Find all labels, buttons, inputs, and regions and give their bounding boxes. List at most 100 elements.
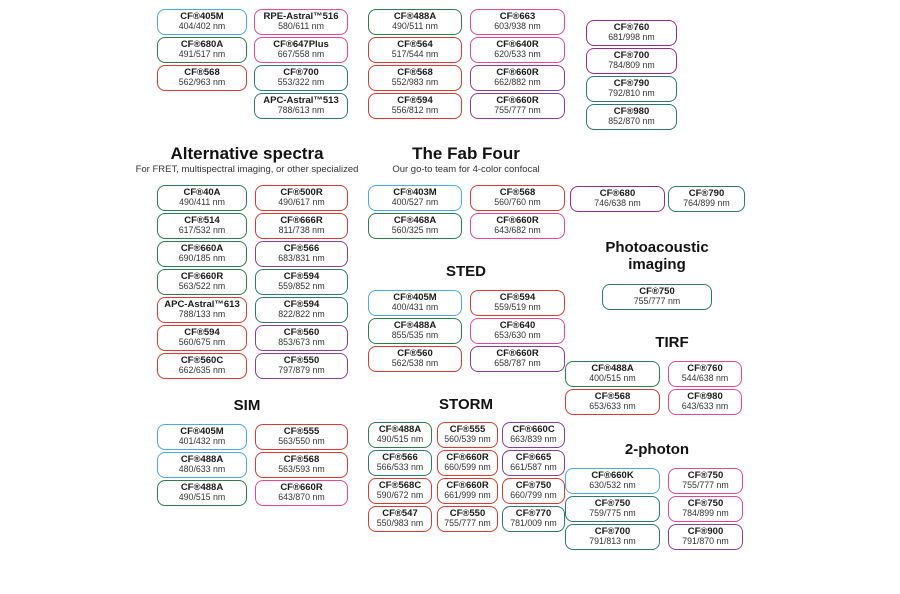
dye-name: CF®403M bbox=[393, 186, 437, 198]
dye-wavelengths: 580/611 nm bbox=[278, 21, 324, 32]
dye-name: CF®640 bbox=[499, 319, 536, 331]
dye-wavelengths: 490/515 nm bbox=[376, 434, 424, 445]
dye-wavelengths: 490/511 nm bbox=[392, 21, 438, 32]
dye-name: CF®488A bbox=[180, 481, 224, 493]
dye-name: CF®680 bbox=[599, 187, 636, 199]
dye-wavelengths: 620/533 nm bbox=[494, 49, 541, 60]
dye-wavelengths: 559/852 nm bbox=[278, 281, 325, 292]
dye-wavelengths: 517/544 nm bbox=[391, 49, 439, 60]
dye-name: CF®500R bbox=[280, 186, 323, 198]
dye-wavelengths: 797/879 nm bbox=[278, 365, 325, 376]
dye-name: CF®405M bbox=[393, 291, 437, 303]
dye-wavelengths: 401/432 nm bbox=[178, 436, 226, 447]
dye-name: CF®760 bbox=[687, 362, 723, 374]
dye-name: CF®568 bbox=[283, 453, 320, 465]
dye-name: CF®514 bbox=[184, 214, 220, 226]
dye-wavelengths: 404/402 nm bbox=[178, 21, 226, 32]
dye-name: CF®660A bbox=[180, 242, 224, 254]
dye-name: CF®750 bbox=[687, 497, 724, 509]
section-title-photoacoustic: Photoacoustic imaging bbox=[605, 239, 709, 273]
dye-wavelengths: 550/983 nm bbox=[376, 518, 424, 529]
dye-name: CF®660K bbox=[591, 469, 634, 481]
dye-wavelengths: 643/870 nm bbox=[278, 492, 325, 503]
dye-name: CF®568 bbox=[184, 66, 220, 78]
dye-name: CF®555 bbox=[449, 423, 486, 435]
dye-wavelengths: 490/411 nm bbox=[179, 197, 225, 208]
dye-name: CF®660R bbox=[496, 94, 539, 106]
dye-name: CF®40A bbox=[183, 186, 221, 198]
dye-name: CF®566 bbox=[382, 451, 418, 463]
dye-name: CF®568 bbox=[499, 186, 536, 198]
dye-wavelengths: 811/738 nm bbox=[278, 225, 325, 236]
dye-wavelengths: 552/983 nm bbox=[391, 77, 439, 88]
dye-name: CF®468A bbox=[393, 214, 437, 226]
dye-wavelengths: 559/519 nm bbox=[494, 302, 541, 313]
dye-name: CF®550 bbox=[283, 354, 320, 366]
dye-wavelengths: 643/682 nm bbox=[494, 225, 541, 236]
dye-wavelengths: 590/672 nm bbox=[376, 490, 424, 501]
dye-wavelengths: 755/777 nm bbox=[682, 480, 729, 491]
section-title-storm: STORM bbox=[439, 396, 493, 413]
dye-wavelengths: 560/325 nm bbox=[391, 225, 439, 236]
section-subtitle-alternative-spectra: For FRET, multispectral imaging, or othe… bbox=[135, 164, 359, 175]
dye-name: CF®660R bbox=[446, 479, 489, 491]
dye-wavelengths: 663/839 nm bbox=[510, 434, 557, 445]
dye-name: CF®750 bbox=[594, 497, 631, 509]
dye-wavelengths: 746/638 nm bbox=[594, 198, 641, 209]
dye-wavelengths: 563/593 nm bbox=[278, 464, 325, 475]
dye-name: CF®488A bbox=[393, 10, 437, 22]
dye-wavelengths: 662/882 nm bbox=[494, 77, 541, 88]
dye-name: CF®488A bbox=[180, 453, 224, 465]
dye-name: CF®760 bbox=[613, 21, 650, 33]
dye-name: CF®488A bbox=[393, 319, 437, 331]
dye-wavelengths: 690/185 nm bbox=[178, 253, 226, 264]
section-title-sted: STED bbox=[445, 263, 486, 280]
dye-name: APC-Astral™513 bbox=[263, 94, 339, 106]
dye-wavelengths: 653/630 nm bbox=[494, 330, 541, 341]
dye-wavelengths: 683/831 nm bbox=[278, 253, 325, 264]
dye-wavelengths: 660/799 nm bbox=[510, 490, 557, 501]
dye-wavelengths: 788/613 nm bbox=[277, 105, 325, 116]
dye-name: CF®594 bbox=[283, 298, 320, 310]
section-title-tirf: TIRF bbox=[655, 334, 689, 351]
dye-wavelengths: 681/998 nm bbox=[608, 32, 655, 43]
section-title-two-photon: 2-photon bbox=[624, 441, 690, 458]
dye-name: CF®560C bbox=[180, 354, 224, 366]
